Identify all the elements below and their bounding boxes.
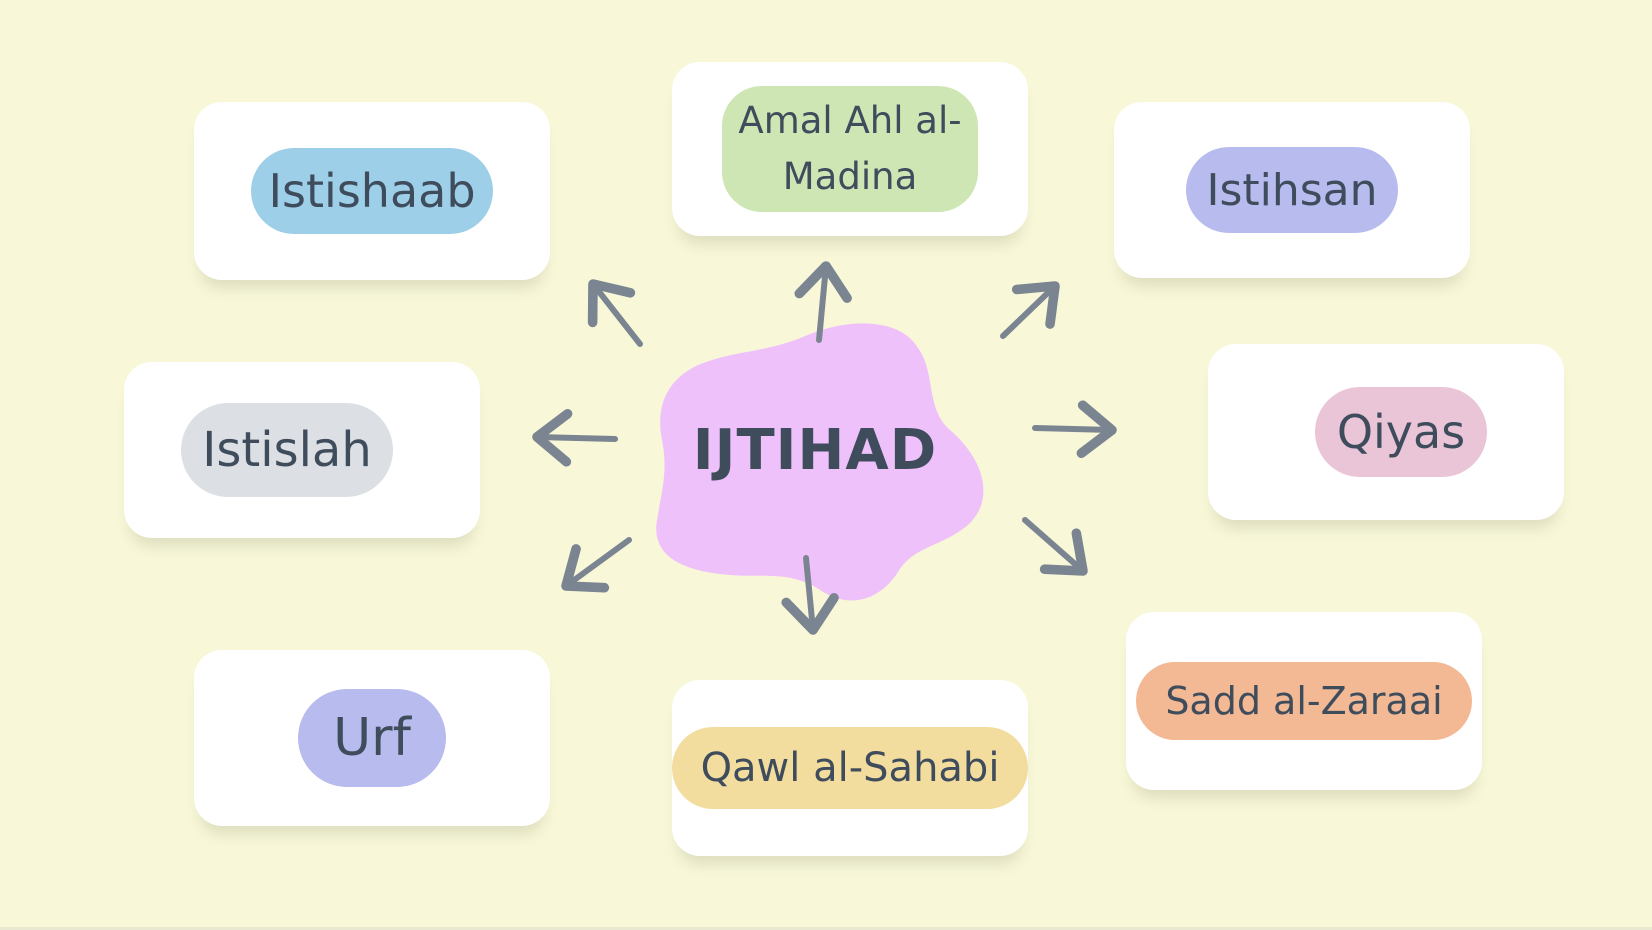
node-label-istihsan: Istihsan (1206, 164, 1378, 216)
arrow-to-istislah (532, 408, 618, 467)
node-label-istislah: Istislah (202, 422, 372, 478)
node-card-amal: Amal Ahl al- Madina (672, 62, 1028, 236)
node-label-amal: Amal Ahl al- Madina (738, 99, 962, 198)
node-card-qiyas: Qiyas (1208, 344, 1564, 520)
node-label-sadd: Sadd al-Zaraai (1165, 679, 1443, 723)
node-pill-istihsan[interactable]: Istihsan (1186, 147, 1398, 233)
arrow-to-amal (794, 261, 852, 343)
arrow-to-sadd (1022, 517, 1088, 576)
arrow-to-istihsan (1000, 281, 1060, 339)
node-pill-sadd[interactable]: Sadd al-Zaraai (1136, 662, 1472, 740)
node-label-istishaab: Istishaab (268, 164, 476, 218)
node-card-qawl: Qawl al-Sahabi (672, 680, 1028, 856)
node-pill-qawl[interactable]: Qawl al-Sahabi (672, 727, 1028, 809)
node-label-qiyas: Qiyas (1336, 405, 1466, 459)
node-label-urf: Urf (333, 708, 411, 768)
node-pill-amal[interactable]: Amal Ahl al- Madina (722, 86, 978, 212)
node-card-istislah: Istislah (124, 362, 480, 538)
node-card-urf: Urf (194, 650, 550, 826)
node-pill-istishaab[interactable]: Istishaab (251, 148, 493, 234)
node-card-istishaab: Istishaab (194, 102, 550, 280)
node-pill-qiyas[interactable]: Qiyas (1315, 387, 1487, 477)
arrow-to-qiyas (1032, 400, 1117, 459)
node-card-sadd: Sadd al-Zaraai (1126, 612, 1482, 790)
arrow-to-urf (561, 537, 632, 593)
node-pill-urf[interactable]: Urf (298, 689, 446, 787)
bottom-divider (0, 927, 1652, 930)
arrow-to-istishaab (587, 279, 643, 347)
node-label-qawl: Qawl al-Sahabi (700, 745, 1000, 791)
center-label: IJTIHAD (692, 418, 938, 483)
node-pill-istislah[interactable]: Istislah (181, 403, 393, 497)
node-card-istihsan: Istihsan (1114, 102, 1470, 278)
arrow-to-qawl (781, 555, 839, 635)
center-blob (656, 323, 984, 601)
